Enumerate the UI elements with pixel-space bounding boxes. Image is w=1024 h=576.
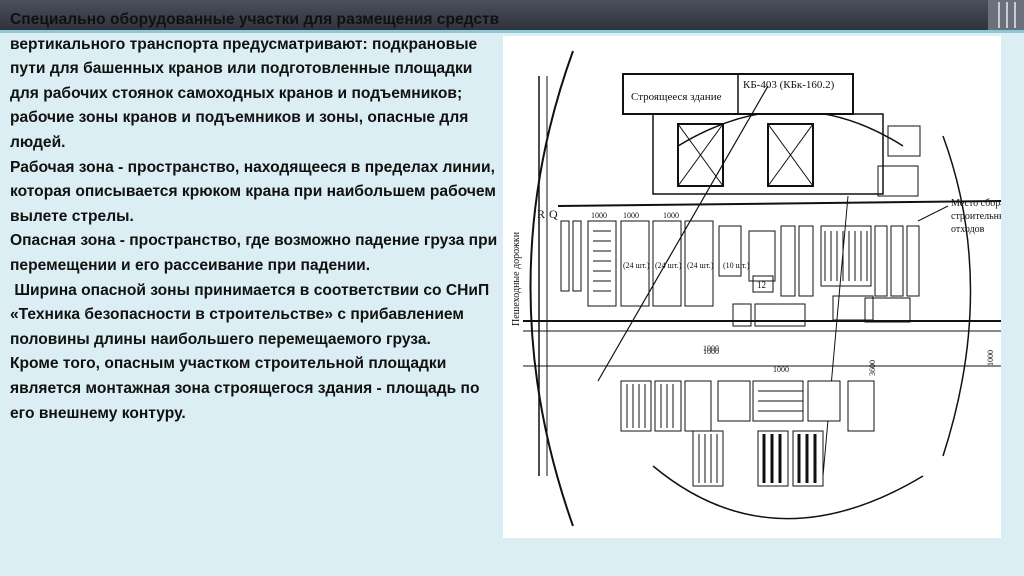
paragraph-danger-width: Ширина опасной зоны принимается в соотве… bbox=[10, 281, 494, 348]
stack-2 bbox=[620, 220, 650, 307]
material-stacks-row bbox=[560, 220, 920, 327]
stack-small-2 bbox=[732, 303, 752, 327]
crane-cell-1-diag-b bbox=[677, 123, 724, 187]
site-office-box bbox=[887, 125, 921, 157]
danger-zone-arc-left bbox=[529, 50, 574, 527]
accent-line bbox=[0, 30, 1024, 33]
stack-long bbox=[754, 303, 806, 327]
building-label: Строящееся здание bbox=[631, 91, 722, 103]
dim-bottom-2: 1000 bbox=[773, 365, 789, 374]
stack-5 bbox=[718, 225, 742, 277]
paragraph-requirements: Специально оборудованные участки для раз… bbox=[10, 11, 500, 151]
corner-decoration bbox=[988, 0, 1024, 30]
bottom-stack-6 bbox=[807, 380, 841, 422]
work-zone-arc-top bbox=[677, 110, 904, 147]
crane-cell-1 bbox=[677, 123, 724, 187]
waste-label-1: Место сбора bbox=[951, 198, 1001, 209]
paragraph-work-zone: Рабочая зона - пространство, находящееся… bbox=[10, 158, 496, 225]
crane-reach-line-2 bbox=[822, 195, 849, 477]
slide-text: Специально оборудованные участки для раз… bbox=[10, 8, 505, 426]
stack-6 bbox=[748, 230, 776, 282]
stack-1 bbox=[587, 220, 617, 307]
bottom-stack-3 bbox=[684, 380, 712, 432]
walkways-label: Пешеходные дорожки bbox=[511, 231, 522, 326]
stack-label-1: (24 шт.) bbox=[623, 261, 650, 270]
dim-2: 1000 bbox=[623, 211, 639, 220]
stack-9 bbox=[820, 225, 872, 287]
bottom-stack-7 bbox=[847, 380, 875, 432]
road-top-edge bbox=[557, 200, 1001, 207]
work-zone-arc-bottom bbox=[652, 465, 924, 520]
stack-7 bbox=[780, 225, 796, 297]
stack-10 bbox=[874, 225, 888, 297]
paragraph-mounting-zone: Кроме того, опасным участком строительно… bbox=[10, 355, 480, 422]
stack-11 bbox=[890, 225, 904, 297]
stack-label-3: (24 шт.) bbox=[687, 261, 714, 270]
bottom-stack-8 bbox=[692, 430, 724, 487]
stack-4 bbox=[684, 220, 714, 307]
title-bar bbox=[0, 0, 1024, 30]
stack-13 bbox=[832, 295, 874, 321]
bottom-stack-2 bbox=[654, 380, 682, 432]
label-12: 12 bbox=[757, 280, 766, 290]
crane-rail-area bbox=[652, 113, 884, 195]
waste-label-2: строительных bbox=[951, 211, 1001, 222]
work-zone-arc-right bbox=[942, 135, 972, 457]
waste-label-3: отходов bbox=[951, 224, 985, 235]
bottom-stack-4 bbox=[717, 380, 751, 422]
bottom-stack-hatching bbox=[626, 384, 817, 483]
stack-8 bbox=[798, 225, 814, 297]
crane-cell-2-diag-b bbox=[767, 123, 814, 187]
stack-14 bbox=[864, 297, 911, 323]
dim-bottom-1: 1000 bbox=[703, 347, 719, 356]
crane-reach-line bbox=[597, 85, 769, 382]
site-plan-drawing: Строящееся здание КБ-403 (КБк-160.2) bbox=[511, 50, 1001, 527]
dim-4: 1000 bbox=[703, 344, 719, 353]
bottom-stack-1 bbox=[620, 380, 652, 432]
label-q: Q bbox=[549, 207, 558, 221]
dim-6: 1000 bbox=[986, 350, 995, 366]
paragraph-danger-zone: Опасная зона - пространство, где возможн… bbox=[10, 232, 498, 274]
dim-1: 1000 bbox=[591, 211, 607, 220]
dim-5: 3600 bbox=[868, 360, 877, 376]
crane-label: КБ-403 (КБк-160.2) bbox=[743, 79, 835, 91]
dim-3: 1000 bbox=[663, 211, 679, 220]
stack-small-12 bbox=[752, 275, 774, 293]
stack-12 bbox=[906, 225, 920, 297]
crane-cell-2 bbox=[767, 123, 814, 187]
stack-bar-2 bbox=[572, 220, 582, 292]
stack-3 bbox=[652, 220, 682, 307]
stack-label-4: (10 шт.) bbox=[723, 261, 750, 270]
site-plan-figure: Строящееся здание КБ-403 (КБк-160.2) bbox=[503, 36, 1001, 538]
stack-label-2: (24 шт.) bbox=[655, 261, 682, 270]
waste-pointer bbox=[917, 205, 949, 222]
stack-bar-1 bbox=[560, 220, 570, 292]
label-r: R bbox=[537, 207, 545, 221]
storage-box bbox=[877, 165, 919, 197]
